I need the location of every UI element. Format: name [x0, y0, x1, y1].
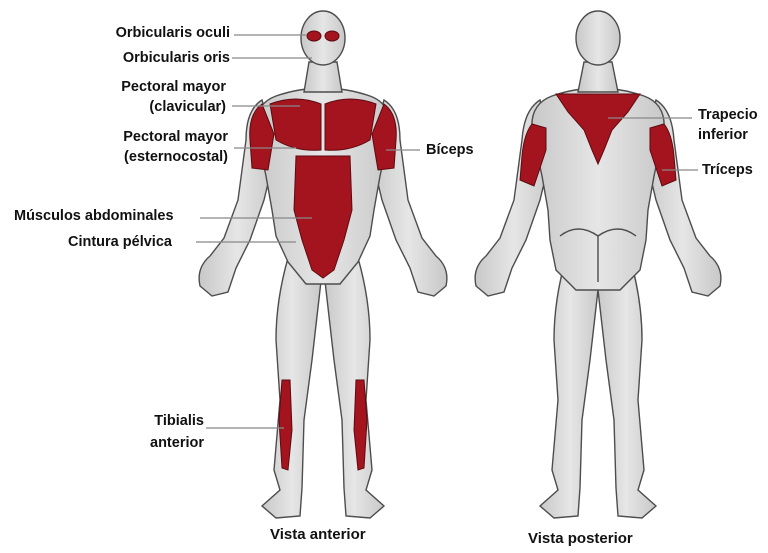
label-musculos-abdominales: Músculos abdominales: [14, 207, 174, 225]
posterior-left-leg: [540, 258, 600, 518]
label-pectoral-clavicular-line1: Pectoral mayor: [60, 78, 226, 96]
orbicularis-oculi-left-shape: [307, 31, 321, 41]
anterior-neck: [304, 62, 342, 92]
label-trapecio-line2: inferior: [698, 126, 748, 144]
label-orbicularis-oculi: Orbicularis oculi: [60, 24, 230, 42]
posterior-right-leg: [596, 258, 656, 518]
label-triceps: Tríceps: [702, 161, 753, 179]
label-pectoral-clavicular-line2: (clavicular): [60, 98, 226, 116]
caption-vista-anterior: Vista anterior: [270, 526, 366, 543]
orbicularis-oculi-right-shape: [325, 31, 339, 41]
posterior-figure: [475, 11, 721, 518]
posterior-neck: [578, 62, 618, 92]
anterior-left-leg: [262, 258, 322, 518]
label-pectoral-esternocostal-line1: Pectoral mayor: [60, 128, 228, 146]
label-orbicularis-oris: Orbicularis oris: [60, 49, 230, 67]
label-tibialis-line2: anterior: [100, 434, 204, 452]
label-cintura-pelvica: Cintura pélvica: [68, 233, 172, 251]
posterior-head: [576, 11, 620, 65]
label-tibialis-line1: Tibialis: [100, 412, 204, 430]
label-biceps: Bíceps: [426, 141, 474, 159]
label-pectoral-esternocostal-line2: (esternocostal): [60, 148, 228, 166]
label-trapecio-line1: Trapecio: [698, 106, 758, 124]
anterior-right-leg: [324, 258, 384, 518]
caption-vista-posterior: Vista posterior: [528, 530, 633, 547]
